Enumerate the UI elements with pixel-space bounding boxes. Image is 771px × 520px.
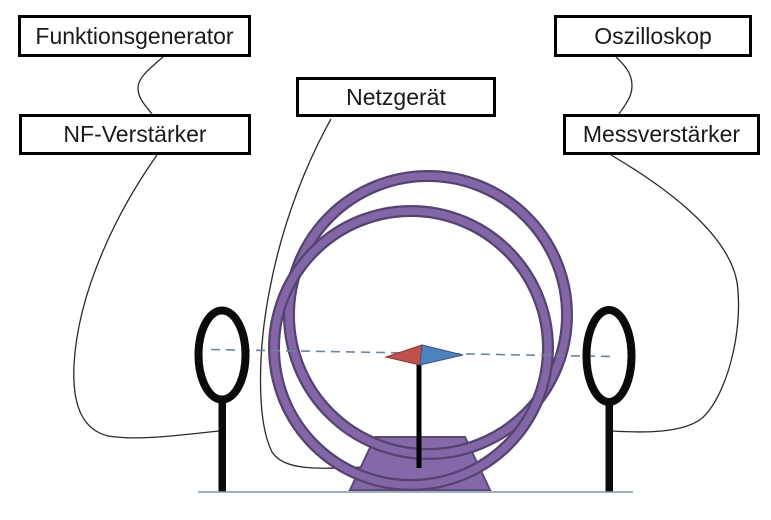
netzgeraet-label: Netzgerät	[346, 83, 446, 110]
label-box-oszilloskop: Oszilloskop	[554, 15, 752, 57]
wire-messverstaerker-to-right-loop	[610, 154, 740, 433]
left-pickup-loop	[194, 306, 250, 492]
nf-verstaerker-label: NF-Verstärker	[63, 121, 207, 147]
label-box-messverstaerker: Messverstärker	[563, 114, 760, 155]
right-loop-stand	[605, 398, 613, 492]
needle-blue-half	[419, 344, 464, 366]
wire-funktionsgenerator-to-nf	[137, 56, 164, 115]
messverstaerker-label: Messverstärker	[582, 121, 741, 147]
wire-netzgeraet-to-coil	[259, 118, 365, 469]
wire-oszilloskop-to-messverstaerker	[615, 56, 633, 115]
compass-needle	[384, 344, 464, 366]
wire-nf-to-left-loop	[73, 154, 220, 439]
label-box-funktionsgenerator: Funktionsgenerator	[18, 15, 251, 57]
left-loop-stand	[218, 396, 226, 492]
funktionsgenerator-label: Funktionsgenerator	[35, 22, 234, 49]
field-coil	[268, 170, 573, 491]
oszilloskop-label: Oszilloskop	[594, 22, 712, 49]
right-pickup-loop	[582, 306, 636, 492]
label-box-nf-verstaerker: NF-Verstärker	[19, 114, 251, 155]
label-box-netzgeraet: Netzgerät	[296, 77, 496, 117]
needle-red-half	[384, 344, 423, 366]
